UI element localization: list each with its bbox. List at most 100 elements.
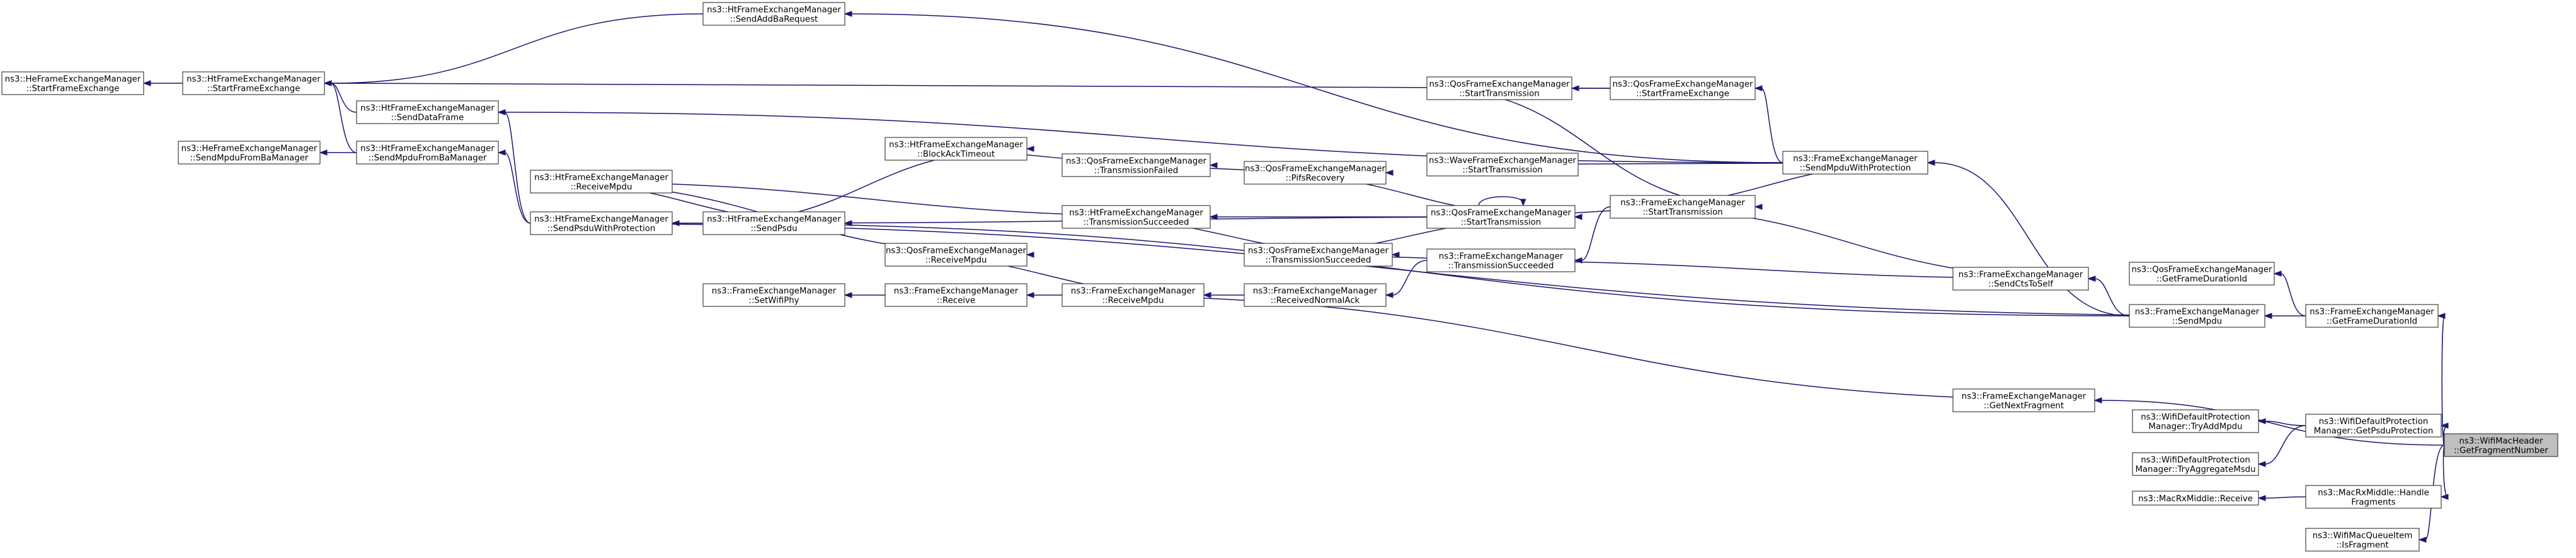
node-ht-receivempdu[interactable]: ns3::HtFrameExchangeManager::ReceiveMpdu: [530, 170, 673, 194]
node-box: [2132, 491, 2259, 506]
node-label-line: ::SendPsduWithProtection: [547, 224, 656, 234]
node-fem-setwifiphy[interactable]: ns3::FrameExchangeManager::SetWifiPhy: [702, 283, 845, 307]
edge-line: [2264, 425, 2306, 465]
node-ht-startframeexchange[interactable]: ns3::HtFrameExchangeManager::StartFrameE…: [182, 71, 325, 95]
arrowhead-icon: [1209, 162, 1218, 168]
node-sendmpdu[interactable]: ns3::FrameExchangeManager::SendMpdu: [2129, 304, 2265, 328]
node-box: [1244, 283, 1387, 307]
arrowhead-icon: [1754, 85, 1763, 91]
node-tryaddmpdu[interactable]: ns3::WifiDefaultProtectionManager::TryAd…: [2132, 409, 2259, 433]
node-label-line: ::SendDataFrame: [391, 113, 464, 123]
node-ht-senddataframe[interactable]: ns3::HtFrameExchangeManager::SendDataFra…: [356, 100, 499, 124]
arrowhead-icon: [1209, 214, 1218, 220]
node-ht-sendpsduwithprotection[interactable]: ns3::HtFrameExchangeManager::SendPsduWit…: [530, 211, 673, 235]
node-fem-transmissionsucceeded[interactable]: ns3::FrameExchangeManager::TransmissionS…: [1426, 248, 1576, 272]
arrowhead-icon: [2257, 495, 2266, 501]
node-label-line: ::StartTransmission: [1459, 90, 1539, 99]
edge-n_ht_sendmpdufrombamanager-to-n_ht_sendpsduwithprotection: [497, 149, 531, 224]
node-label-line: ns3::MacRxMiddle::Receive: [2138, 494, 2253, 504]
node-label-line: ::StartFrameExchange: [26, 84, 120, 94]
edge-n_tryaggregatemsdu-to-n_getpsduprotection: [2257, 425, 2306, 467]
arrowhead-icon: [2093, 397, 2102, 404]
node-label-line: ns3::WifiMacHeader: [2459, 437, 2543, 446]
node-ht-sendmpdufrombamanager[interactable]: ns3::HtFrameExchangeManager::SendMpduFro…: [356, 141, 499, 165]
node-label-line: ns3::FrameExchangeManager: [894, 287, 1019, 296]
arrowhead-icon: [497, 109, 506, 115]
node-label-line: ::SendMpduFromBaManager: [369, 154, 487, 163]
arrowhead-icon: [2264, 313, 2272, 319]
node-ht-transmissionsucceeded[interactable]: ns3::HtFrameExchangeManager::Transmissio…: [1062, 205, 1211, 229]
node-box: [1952, 388, 2095, 412]
edge-n_qos_getframedurationid-to-n_getframedurationid: [2273, 270, 2306, 317]
node-box: [530, 170, 673, 194]
node-he-sendmpdufrombamanager[interactable]: ns3::HeFrameExchangeManager::SendMpduFro…: [178, 141, 321, 165]
node-box: [1610, 76, 1756, 100]
node-tryaggregatemsdu[interactable]: ns3::WifiDefaultProtectionManager::TryAg…: [2132, 452, 2259, 476]
node-label-line: ::SendMpduWithProtection: [1800, 164, 1911, 173]
node-box: [1062, 283, 1205, 307]
node-label-line: ::SendMpdu: [2172, 317, 2222, 327]
edge-n_ht_startframeexchange-to-n_ht_sendaddbarequest: [323, 13, 704, 86]
node-label-line: ns3::FrameExchangeManager: [1071, 287, 1196, 296]
node-box: [182, 71, 325, 95]
node-label-line: ns3::HtFrameExchangeManager: [534, 215, 668, 224]
node-getpsduprotection[interactable]: ns3::WifiDefaultProtectionManager::GetPs…: [2305, 414, 2442, 438]
edge-line: [330, 83, 357, 153]
node-box: [1426, 76, 1572, 100]
node-label-line: ns3::FrameExchangeManager: [1793, 154, 1918, 164]
node-qos-startframeexchange[interactable]: ns3::QosFrameExchangeManager::StartFrame…: [1610, 76, 1756, 100]
node-qos-receivempdu[interactable]: ns3::QosFrameExchangeManager::ReceiveMpd…: [884, 243, 1028, 267]
node-getnextfragment[interactable]: ns3::FrameExchangeManager::GetNextFragme…: [1952, 388, 2095, 412]
edge-n_ht_startframeexchange-to-n_ht_senddataframe: [323, 80, 357, 113]
node-label-line: ns3::WaveFrameExchangeManager: [1429, 156, 1576, 166]
node-label-line: ns3::FrameExchangeManager: [1253, 287, 1378, 296]
node-macrxmiddle-receive[interactable]: ns3::MacRxMiddle::Receive: [2132, 491, 2259, 506]
node-wave-starttransmission[interactable]: ns3::WaveFrameExchangeManager::StartTran…: [1426, 153, 1579, 177]
node-label-line: ns3::FrameExchangeManager: [2310, 308, 2434, 317]
node-he-startframeexchange[interactable]: ns3::HeFrameExchangeManager::StartFrameE…: [1, 71, 144, 95]
node-label-line: ::GetNextFragment: [1984, 402, 2064, 411]
node-fem-starttransmission[interactable]: ns3::FrameExchangeManager::StartTransmis…: [1610, 195, 1756, 219]
arrowhead-icon: [2437, 313, 2446, 319]
node-label-line: ::TransmissionSucceeded: [1448, 262, 1554, 271]
arrowhead-icon: [1203, 292, 1211, 298]
node-ht-sendaddbarequest[interactable]: ns3::HtFrameExchangeManager::SendAddBaRe…: [702, 2, 845, 26]
node-qos-transmissionsucceeded[interactable]: ns3::QosFrameExchangeManager::Transmissi…: [1244, 243, 1393, 267]
node-label-line: ::StartTransmission: [1461, 218, 1541, 228]
node-label-line: ns3::QosFrameExchangeManager: [1066, 157, 1207, 166]
node-label-line: ns3::FrameExchangeManager: [1962, 392, 2087, 402]
node-label-line: ns3::QosFrameExchangeManager: [1431, 209, 1572, 218]
node-qos-transmissionfailed[interactable]: ns3::QosFrameExchangeManager::Transmissi…: [1062, 153, 1211, 177]
node-label-line: ns3::HtFrameExchangeManager: [360, 144, 495, 154]
edge-n_he_startframeexchange-to-n_ht_startframeexchange: [142, 80, 183, 86]
node-fem-receivednormalack[interactable]: ns3::FrameExchangeManager::ReceivedNorma…: [1244, 283, 1387, 307]
node-qos-pifsrecovery[interactable]: ns3::QosFrameExchangeManager::PifsRecove…: [1244, 161, 1387, 185]
node-box: [884, 283, 1028, 307]
node-box: [2305, 414, 2442, 438]
node-box: [702, 211, 845, 235]
node-sendctstoself[interactable]: ns3::FrameExchangeManager::SendCtsToSelf: [1952, 267, 2089, 291]
node-fem-receivempdu[interactable]: ns3::FrameExchangeManager::ReceiveMpdu: [1062, 283, 1205, 307]
node-ht-blockacktimeout[interactable]: ns3::HtFrameExchangeManager::BlockAckTim…: [884, 137, 1028, 161]
node-box: [356, 141, 499, 165]
edge-n_qos_startframeexchange-to-n_sendmpduwithprotection: [1754, 85, 1783, 163]
node-box: [356, 100, 499, 124]
node-label-line: ::SendPsdu: [750, 224, 797, 234]
node-box: [178, 141, 321, 165]
edge-n_sendmpduwithprotection-to-n_sendmpdu: [1926, 160, 2130, 317]
node-box: [1426, 205, 1576, 229]
node-qos-starttransmission-top[interactable]: ns3::QosFrameExchangeManager::StartTrans…: [1426, 76, 1572, 100]
node-ht-sendpsdu[interactable]: ns3::HtFrameExchangeManager::SendPsdu: [702, 211, 845, 235]
node-getframedurationid[interactable]: ns3::FrameExchangeManager::GetFrameDurat…: [2305, 304, 2439, 328]
node-qos-getframedurationid[interactable]: ns3::QosFrameExchangeManager::GetFrameDu…: [2129, 262, 2275, 286]
node-sendmpduwithprotection[interactable]: ns3::FrameExchangeManager::SendMpduWithP…: [1782, 151, 1928, 175]
node-label-line: ns3::HtFrameExchangeManager: [707, 215, 841, 224]
node-isfragment[interactable]: ns3::WifiMacQueueItem::IsFragment: [2305, 528, 2420, 552]
node-qos-starttransmission[interactable]: ns3::QosFrameExchangeManager::StartTrans…: [1426, 205, 1576, 229]
arrowhead-icon: [1754, 204, 1763, 210]
edges: [142, 11, 2449, 543]
node-fem-receive[interactable]: ns3::FrameExchangeManager::Receive: [884, 283, 1028, 307]
node-target[interactable]: ns3::WifiMacHeader::GetFragmentNumber: [2444, 433, 2558, 457]
